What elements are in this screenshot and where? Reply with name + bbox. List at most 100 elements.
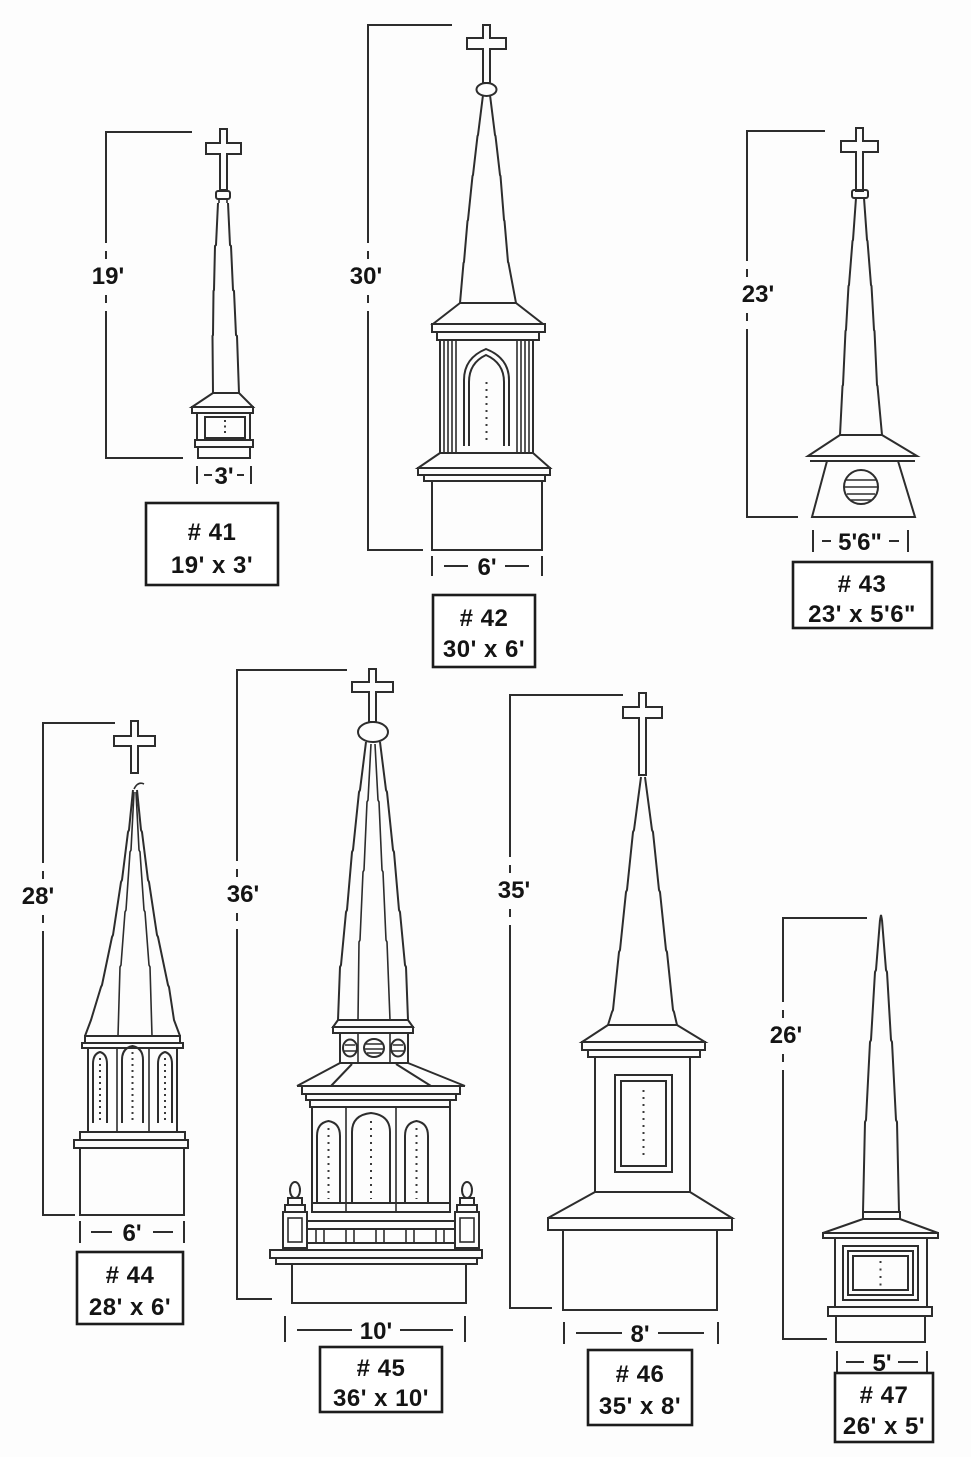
figure-number: # 42 — [460, 605, 509, 632]
base — [197, 446, 251, 459]
pilasters — [443, 341, 530, 452]
spire — [337, 741, 409, 1021]
platform — [269, 1249, 483, 1259]
base — [562, 1229, 718, 1311]
label-box: # 42 30' x 6' — [431, 593, 537, 669]
figure-number: # 46 — [616, 1361, 665, 1388]
figure-number: # 47 — [860, 1382, 909, 1409]
steeple-47: 26' 5' # 47 26' x 5' — [770, 914, 939, 1444]
height-bracket — [746, 130, 825, 518]
spire — [839, 197, 883, 436]
height-label: 26' — [770, 1022, 802, 1049]
steeple-42: 30' 6' # 42 30' x 6' — [350, 24, 553, 669]
width-label: 10' — [360, 1318, 392, 1345]
width-label: 5'6" — [838, 529, 882, 556]
skirt-band — [417, 467, 551, 476]
base-band — [827, 1306, 933, 1317]
height-bracket — [42, 722, 115, 1216]
steeple-44: 28' 6' # 44 28' x 6' — [22, 720, 189, 1326]
base — [79, 1147, 185, 1216]
belfry-skirt — [414, 452, 553, 469]
figure-size: 35' x 8' — [599, 1393, 681, 1420]
roof-cornice — [301, 1085, 461, 1095]
spire-tip-curl — [133, 782, 145, 790]
louver-frame-inner — [852, 1255, 909, 1291]
octagonal-roof — [296, 1062, 466, 1087]
cross-icon — [113, 720, 156, 774]
spire-collar — [331, 1019, 415, 1028]
base — [835, 1315, 926, 1343]
cross-icon — [622, 692, 663, 776]
spire — [84, 789, 181, 1037]
label-box: # 41 19' x 3' — [144, 501, 280, 587]
width-label: 5' — [872, 1350, 891, 1377]
steeple-41: 19' 3' # 41 19' x 3' — [92, 128, 280, 587]
cross-icon — [466, 24, 507, 97]
height-label: 28' — [22, 883, 54, 910]
belfry-dividers — [345, 1107, 397, 1212]
label-box: # 45 36' x 10' — [318, 1345, 444, 1414]
width-label: 6' — [122, 1220, 141, 1247]
drum — [339, 1032, 409, 1064]
label-box: # 44 28' x 6' — [75, 1250, 185, 1326]
height-label: 19' — [92, 263, 124, 290]
ball-finial — [357, 721, 389, 743]
height-bracket — [367, 24, 452, 551]
spire — [459, 94, 517, 304]
cap-roof — [578, 1024, 709, 1043]
ball-finial — [475, 82, 498, 97]
width-dimension — [79, 1221, 185, 1243]
skirt-roof — [804, 434, 921, 462]
width-dimension — [431, 556, 543, 576]
width-dimension — [812, 530, 909, 552]
steeple-43: 23' 5'6" # 43 23' x 5'6" — [742, 127, 934, 630]
figure-size: 26' x 5' — [843, 1413, 925, 1440]
steeple-45: 36' — [227, 668, 483, 1414]
roof-cornice3 — [309, 1099, 451, 1108]
figure-number: # 45 — [357, 1355, 406, 1382]
label-box: # 43 23' x 5'6" — [791, 560, 934, 630]
needle-spire — [862, 914, 900, 1213]
belfry-dividers — [116, 1048, 150, 1132]
base — [291, 1263, 467, 1304]
cornice — [79, 1131, 186, 1141]
arch-windows — [92, 1044, 173, 1123]
figure-number: # 41 — [188, 519, 237, 546]
louver-frame — [204, 416, 246, 439]
width-label: 6' — [477, 554, 496, 581]
spire — [211, 202, 240, 394]
cornice2 — [73, 1139, 189, 1149]
round-louver-vent — [843, 469, 879, 505]
cap-fascia2 — [587, 1049, 701, 1058]
base-band — [194, 439, 254, 448]
figure-size: 23' x 5'6" — [808, 601, 916, 628]
roof — [430, 302, 546, 325]
cap-band — [84, 1035, 181, 1044]
cross-icon — [351, 668, 394, 743]
label-box: # 47 26' x 5' — [833, 1371, 935, 1444]
oval-vents — [342, 1038, 406, 1058]
roof-cornice2 — [436, 331, 540, 341]
belfry — [311, 1106, 451, 1213]
louver-frame-mid — [847, 1250, 914, 1296]
drum-dividers — [357, 1033, 391, 1063]
height-label: 30' — [350, 263, 382, 290]
width-label: 8' — [630, 1321, 649, 1348]
louver-frame-outer — [614, 1074, 673, 1173]
roof — [188, 392, 256, 408]
height-label: 23' — [742, 281, 774, 308]
height-bracket — [509, 694, 623, 1309]
figure-number: # 44 — [106, 1262, 155, 1289]
spire-ridges — [357, 743, 391, 1021]
cross-icon — [840, 127, 879, 199]
louver-frame-inner — [620, 1080, 667, 1167]
figure-size: 30' x 6' — [443, 636, 525, 663]
spire — [607, 776, 678, 1026]
width-dimension — [284, 1316, 466, 1342]
arch-windows — [312, 1111, 450, 1204]
width-dimension — [563, 1322, 719, 1344]
spire-ridges — [117, 791, 153, 1037]
cap-fascia — [581, 1041, 706, 1051]
figure-size: 36' x 10' — [333, 1385, 429, 1412]
